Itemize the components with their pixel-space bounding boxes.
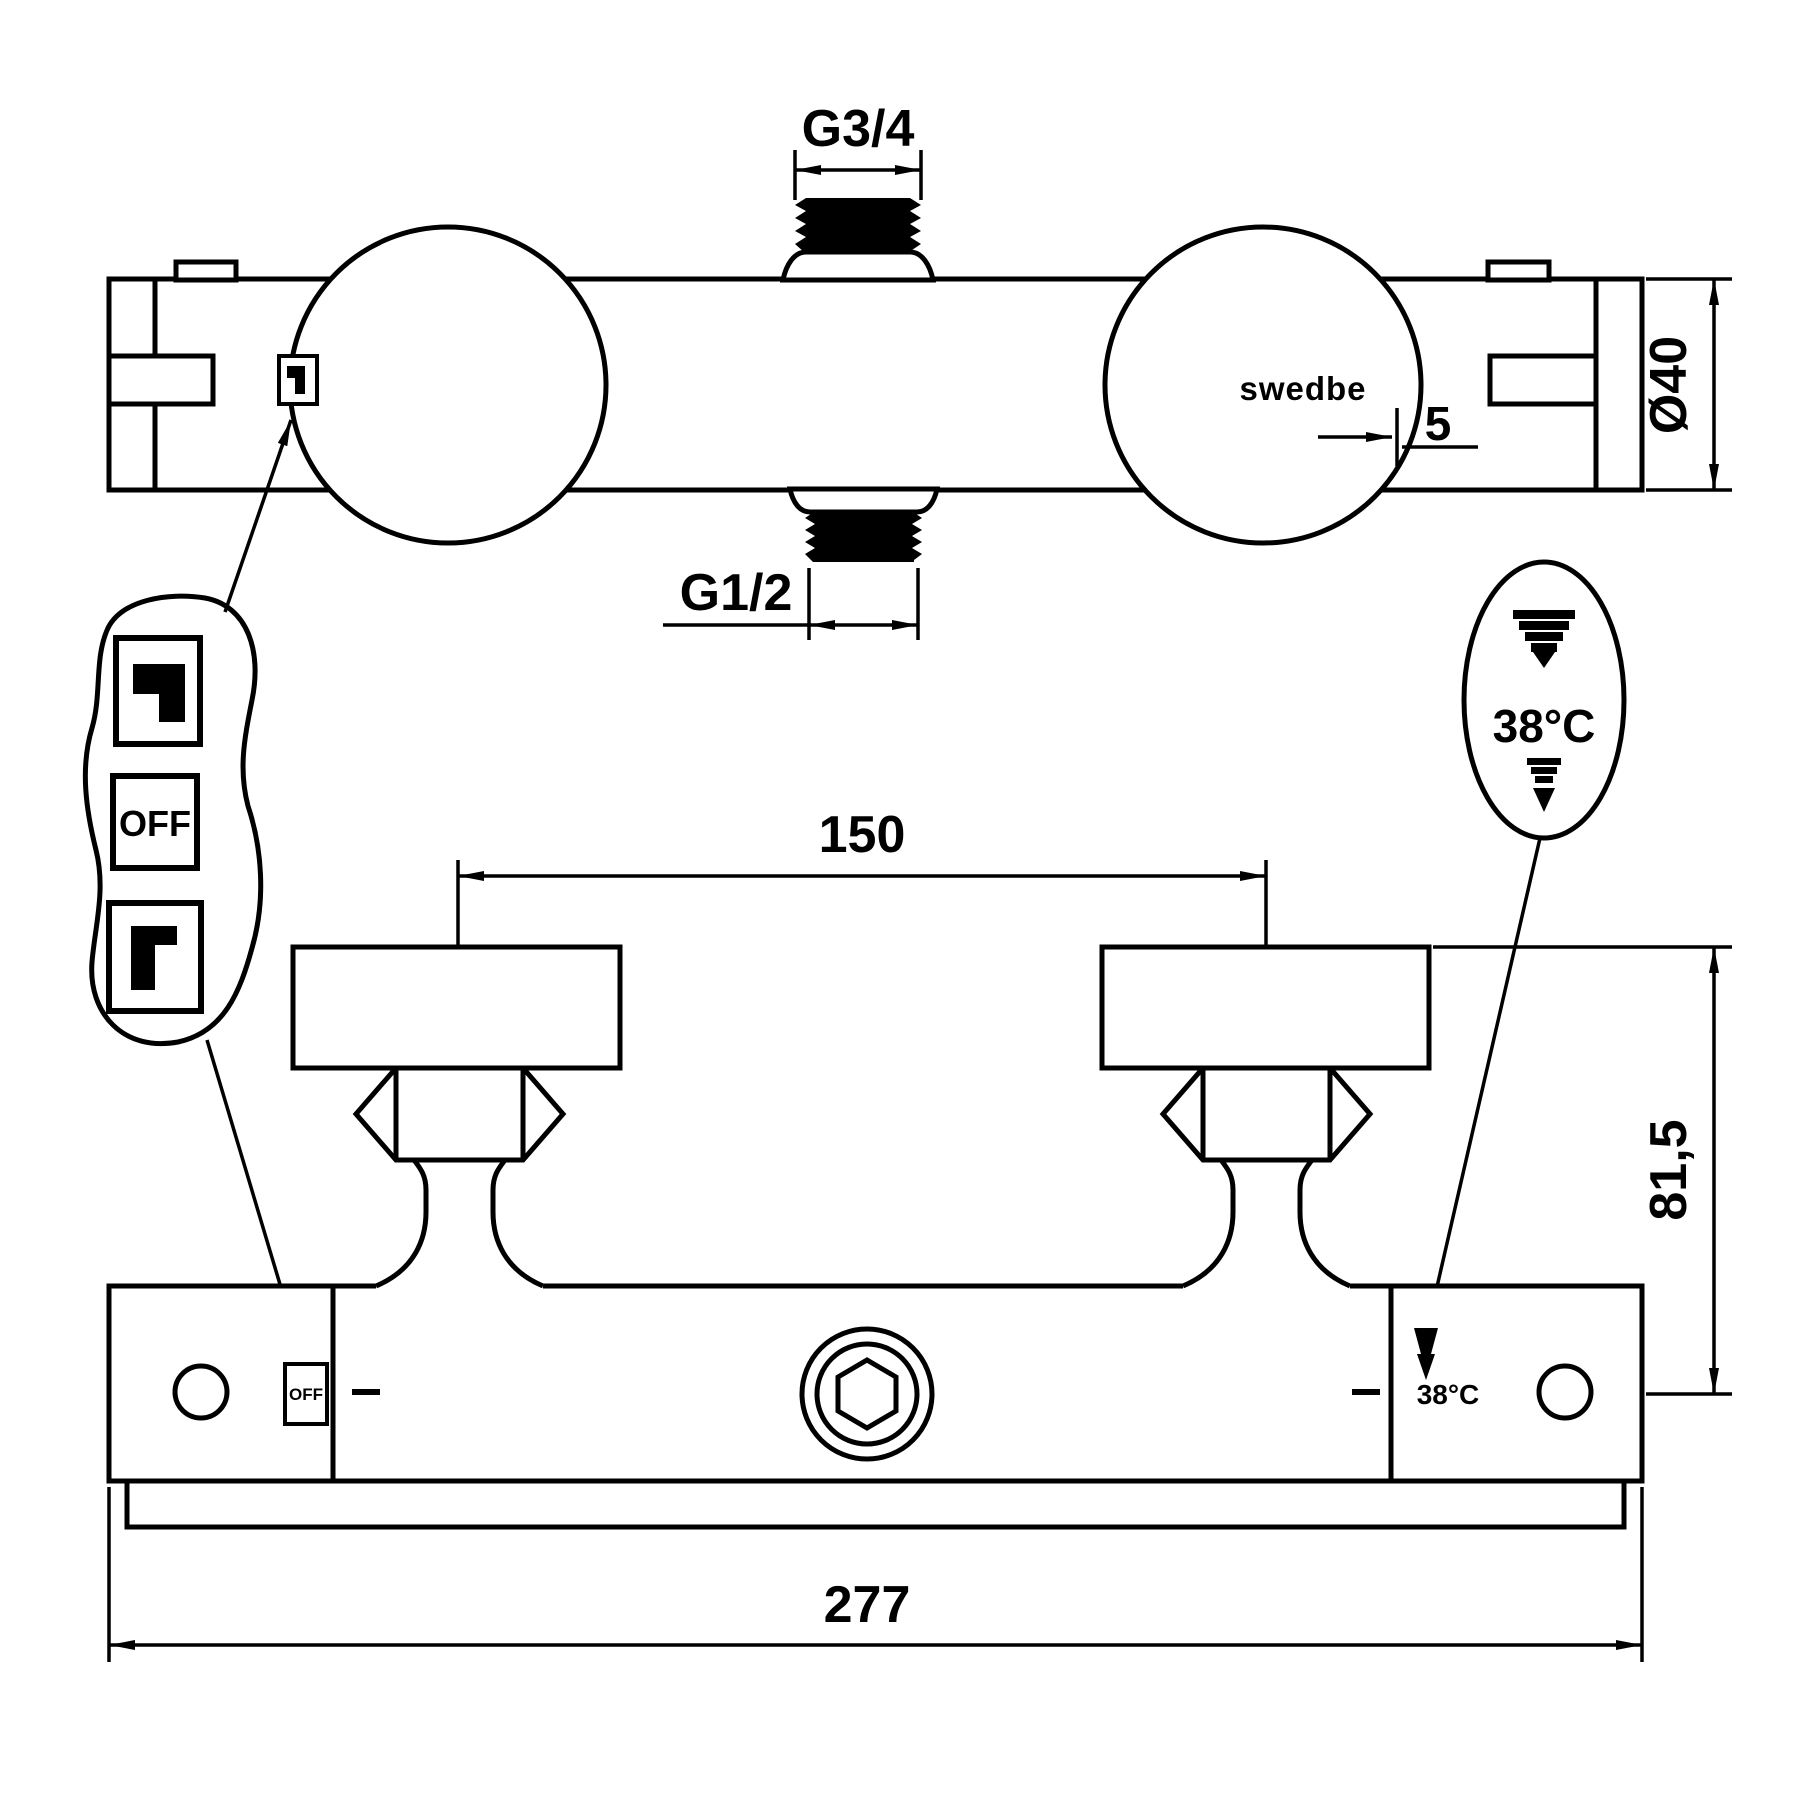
dim-277: 277 [107,1487,1644,1662]
diverter-glyph-stem-icon [295,378,305,394]
diverter-glyph-icon [287,366,305,378]
dim-g34: G3/4 [793,100,923,200]
off-inline-label: OFF [289,1385,323,1404]
left-handle-knob [287,224,609,546]
right-eccentric-block [1099,944,1432,1071]
temp-inline: 38°C [1414,1328,1479,1410]
brand-logo: swedbe [1239,370,1366,407]
left-hex-nut [352,1065,567,1163]
temp-inline-arrow-icon [1417,1354,1435,1380]
dim-g12: G1/2 [663,564,920,640]
g34-thread-icon [795,198,921,252]
off-mode-label: OFF [119,803,191,844]
dim-d40-label: Ø40 [1640,336,1698,434]
shower-mode-box [106,900,204,1014]
dim-5: 5 [1318,398,1478,466]
dim-5-label: 5 [1425,398,1452,451]
right-handle-knob [1102,224,1424,546]
hand-shower-icon [131,926,177,990]
left-shoulder-fill [376,1160,543,1289]
hex-socket-icon [835,1357,899,1431]
right-shoulder-right-edge [1297,1158,1351,1289]
right-wall-arm [1487,353,1599,407]
temp-callout: 38°C [1426,559,1627,1327]
hex-socket-plug [799,1326,935,1462]
bath-spout-stem-icon [159,694,185,722]
right-shoulder-fill [1183,1160,1350,1289]
g12-thread-icon [805,512,922,562]
left-shoulder-right-edge [490,1158,544,1289]
diverter-detail [277,354,319,406]
temp-inline-label: 38°C [1417,1379,1480,1410]
temp-inline-cone-icon [1414,1328,1438,1354]
right-end-screw [1536,1363,1594,1421]
dim-g34-label: G3/4 [802,100,915,158]
right-hex-nut [1159,1065,1374,1163]
dim-150: 150 [456,806,1268,947]
temp-callout-label: 38°C [1493,700,1596,752]
temp-cone-large-icon [1513,610,1575,668]
left-eccentric-block [290,944,623,1071]
temp-cone-small-icon [1527,758,1561,812]
dim-277-label: 277 [824,1576,911,1634]
mode-leader-top [223,419,293,613]
dim-d40: Ø40 [1640,277,1732,492]
off-inline-box [283,1362,329,1426]
dim-815: 81,5 [1433,945,1732,1396]
top-view: swedbe G3/4 G1/2 Ø40 5 [106,100,1732,640]
left-wall-arm [106,353,216,407]
left-top-tab [173,259,239,283]
dim-150-label: 150 [819,806,906,864]
left-shoulder-left-edge [375,1158,429,1289]
right-top-tab [1485,259,1552,283]
right-shoulder-left-edge [1182,1158,1236,1289]
mode-callout: OFF [82,419,304,1359]
dim-815-label: 81,5 [1640,1119,1698,1220]
front-view: OFF 38°C 150 81,5 277 [106,806,1732,1662]
bottom-thread-collar [786,486,941,515]
off-mode-box [110,773,200,871]
left-end-screw [172,1363,230,1421]
front-base-plate [124,1478,1627,1530]
temp-callout-bubble [1461,559,1627,841]
bath-spout-icon [133,664,185,694]
dim-g12-label: G1/2 [680,564,793,622]
temp-leader [1426,837,1542,1327]
top-thread-collar [779,249,937,283]
